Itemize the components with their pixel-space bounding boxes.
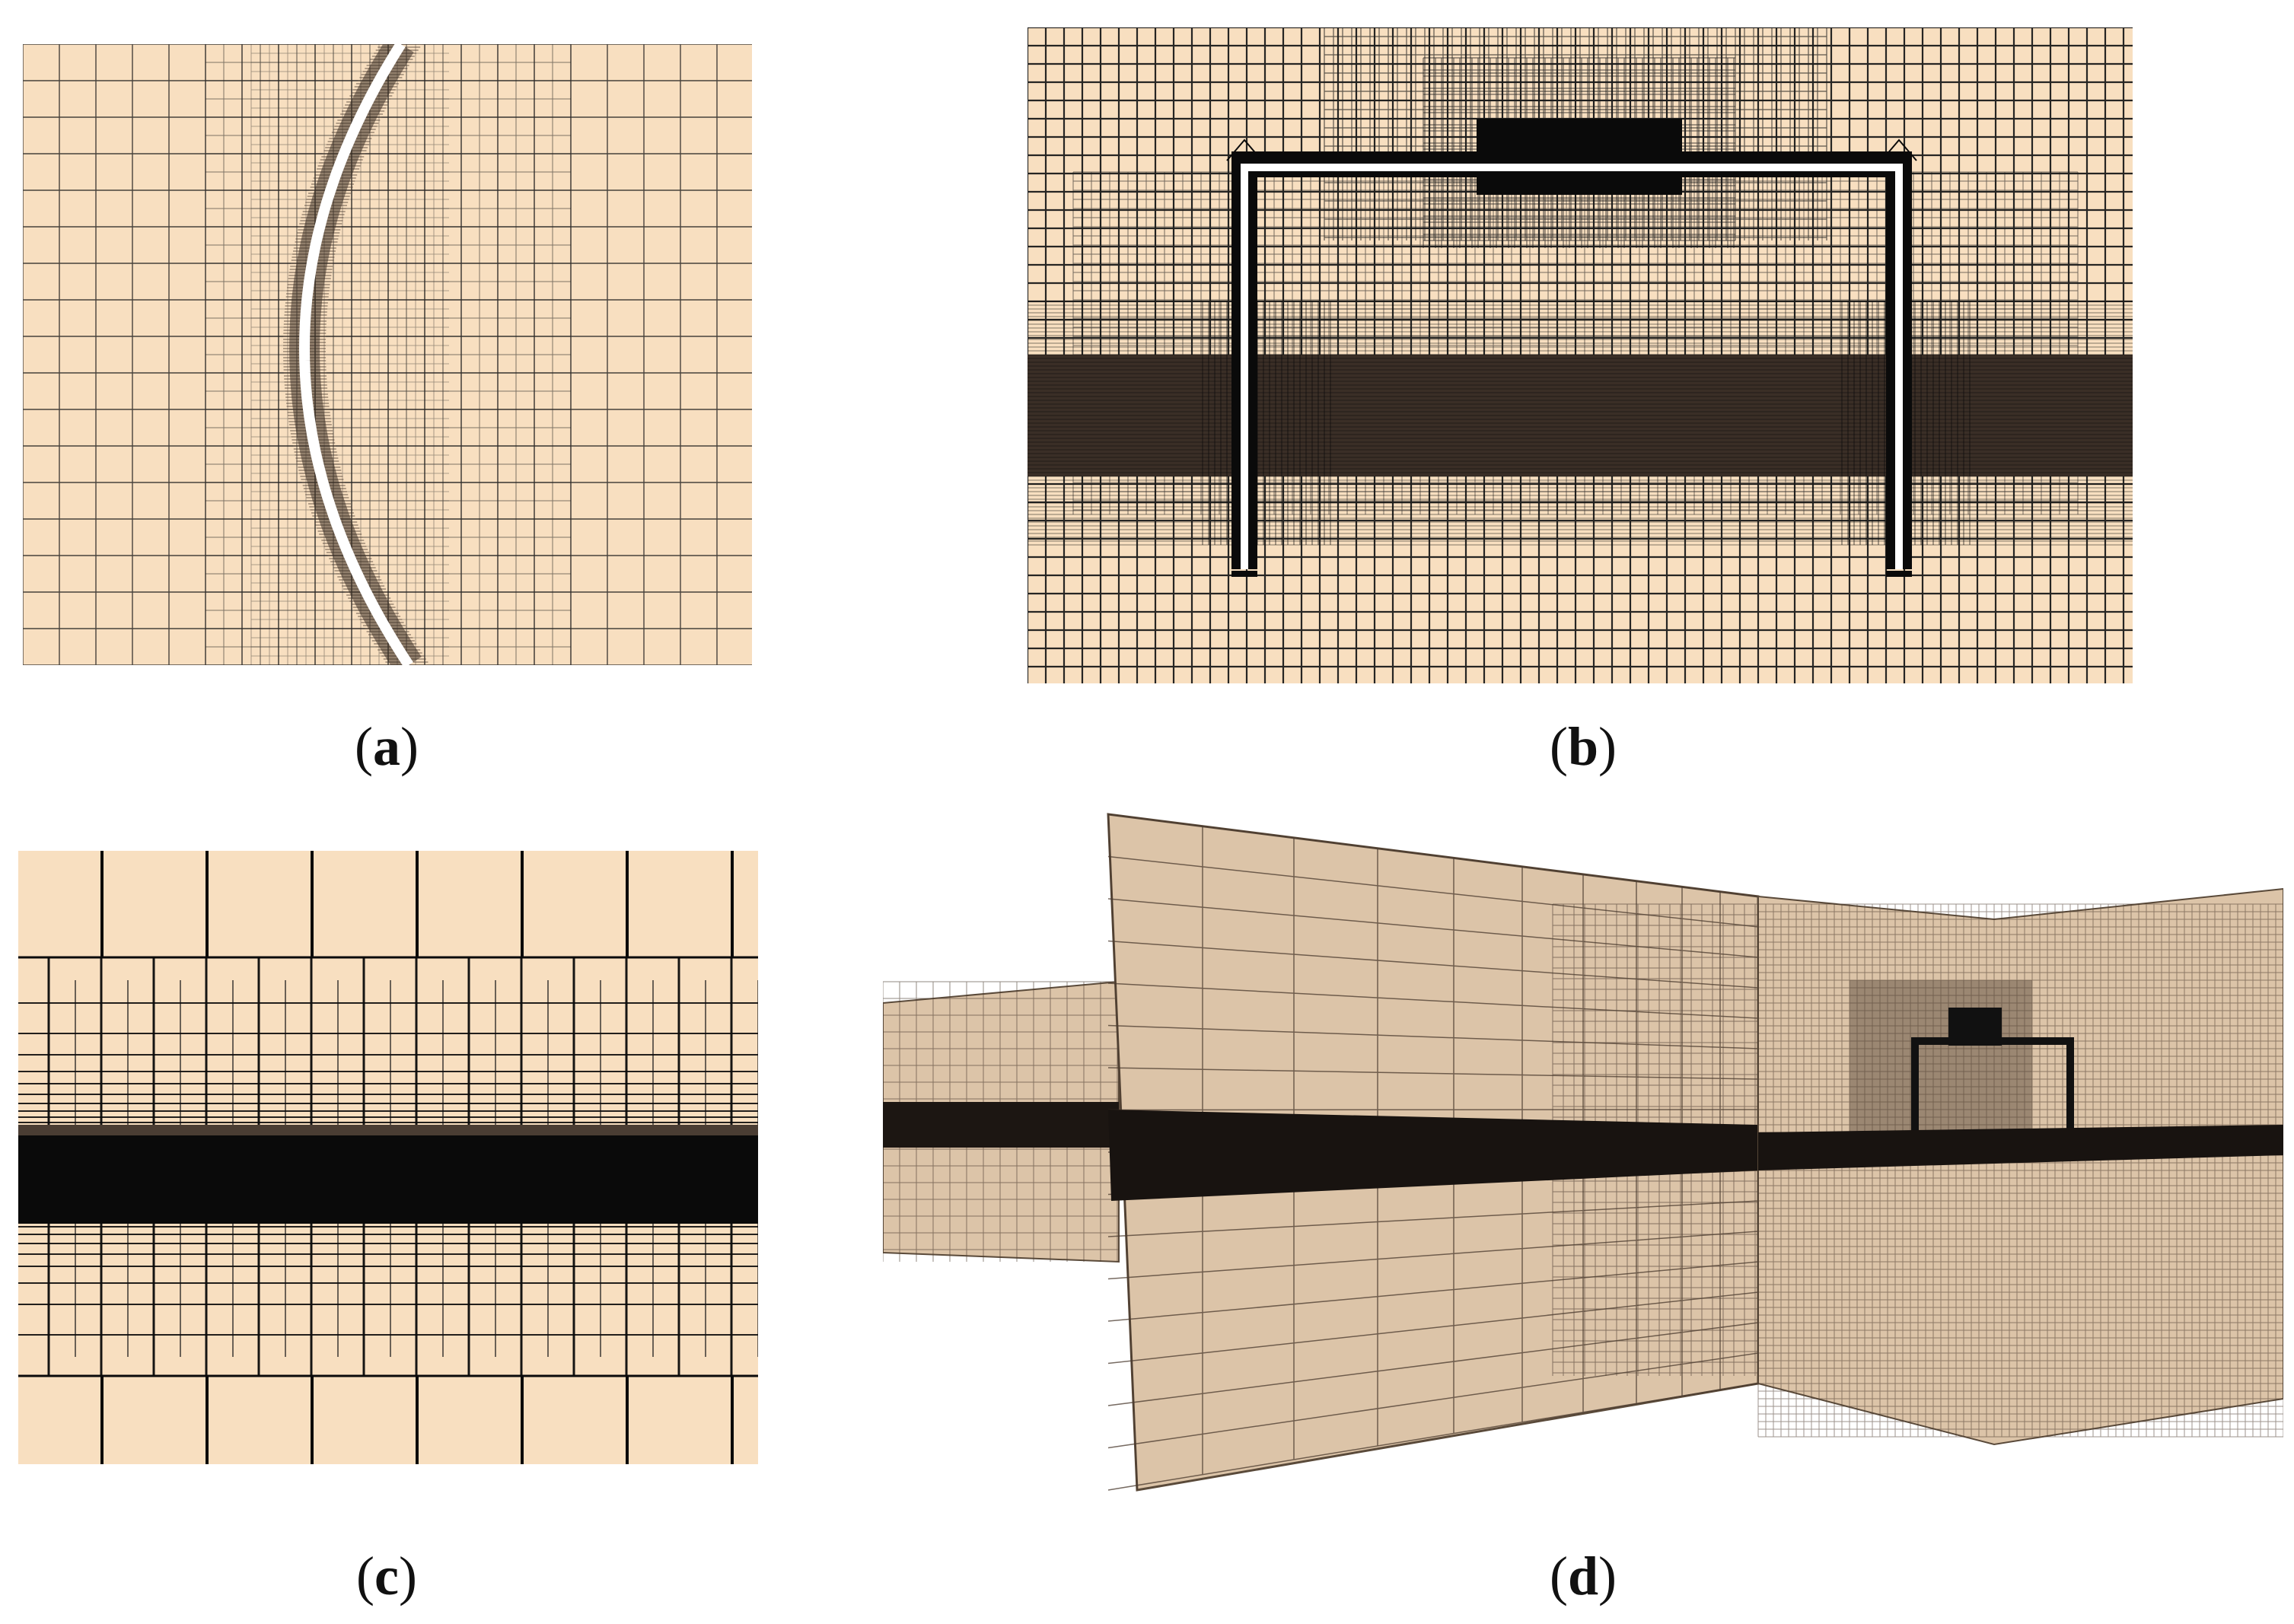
left-corner-marker [1226,139,1263,161]
coarse-horizontals [18,956,758,1377]
mesh-curved-wall [23,44,752,665]
refined-block [1850,980,2032,1132]
curved-wall [298,44,413,665]
panel-label-b: (b) [1549,716,1617,777]
panel-b [1028,27,2133,683]
structure-frame [1911,1037,2074,1132]
cross-band [1758,1125,2283,1170]
mesh-frame-structure [1028,27,2133,683]
right-corner-marker [1881,139,1917,161]
coarse-verticals [100,851,734,1464]
left-slice-band [883,1102,1119,1148]
mesh-3d-slices [883,813,2283,1492]
panel-label-a: (a) [355,716,419,777]
main-slice-band [1108,1110,1758,1201]
panel-d [883,805,2283,1498]
frame-center-joint [1477,154,1629,161]
mesh-boundary-layer [18,851,758,1464]
panel-label-d: (d) [1549,1546,1617,1606]
band-lines [1028,301,2133,546]
frame-inner [1241,164,1903,569]
panel-c [18,851,758,1464]
dense-band-core [18,1135,758,1224]
panel-label-c: (c) [356,1546,417,1606]
panel-a [23,44,752,665]
